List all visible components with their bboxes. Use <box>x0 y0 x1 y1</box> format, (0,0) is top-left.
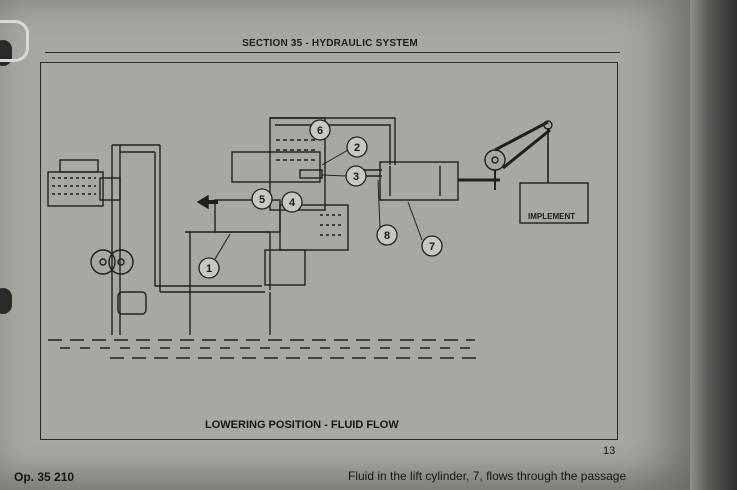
gear-pump-left <box>90 249 116 275</box>
relief-valve <box>264 249 306 286</box>
header-rule <box>45 52 620 53</box>
page-number: 13 <box>603 445 616 457</box>
return-line <box>189 232 271 335</box>
callout-5 <box>251 188 273 210</box>
callout-6 <box>309 119 331 141</box>
callout-8-label: 8 <box>384 230 390 242</box>
callout-1 <box>198 257 220 279</box>
callout-7-label: 7 <box>429 241 435 253</box>
lift-cylinder <box>379 161 459 201</box>
top-line <box>112 144 160 153</box>
vertical-line <box>154 145 161 292</box>
callout-3-label: 3 <box>353 171 359 183</box>
op-number: Op. 35 210 <box>14 470 75 484</box>
diagram-frame <box>40 62 618 440</box>
callout-4-label: 4 <box>289 197 296 209</box>
binder-hole <box>0 288 12 314</box>
pump-body <box>47 171 104 207</box>
gear-pump-right <box>108 249 134 275</box>
diagram-caption: LOWERING POSITION - FLUID FLOW <box>205 419 399 431</box>
callout-2 <box>346 136 368 158</box>
implement-box <box>519 182 589 224</box>
callout-6-label: 6 <box>317 125 323 137</box>
pivot-circle <box>484 149 506 171</box>
pressure-line <box>185 231 271 290</box>
body-text: Fluid in the lift cylinder, 7, flows thr… <box>348 469 627 483</box>
implement-label: IMPLEMENT <box>528 212 575 221</box>
callout-7 <box>421 235 443 257</box>
lift-arm <box>494 120 551 170</box>
callout-1-label: 1 <box>206 263 212 275</box>
pump-coils <box>52 177 96 195</box>
flow-arrow-head <box>196 194 209 210</box>
spool-body <box>231 151 321 183</box>
spool-tip <box>299 169 323 179</box>
cylinder-feed <box>270 117 396 165</box>
spring <box>276 139 316 161</box>
lower-block <box>279 204 349 251</box>
binder-ring <box>0 20 29 62</box>
section-header: SECTION 35 - HYDRAULIC SYSTEM <box>242 38 418 49</box>
cylinder-piston <box>389 166 441 196</box>
callout-5-label: 5 <box>259 194 265 206</box>
manual-page: SECTION 35 - HYDRAULIC SYSTEM <box>0 0 690 490</box>
suction-line <box>111 145 121 335</box>
hydraulic-diagram: 1 2 3 4 5 6 7 8 IMPLEMENT <box>47 117 589 359</box>
filter <box>117 291 147 315</box>
pump-cap <box>59 159 99 173</box>
page-stack-edge <box>690 0 737 490</box>
callout-2-label: 2 <box>354 142 360 154</box>
callout-4 <box>281 191 303 213</box>
callout-8 <box>376 224 398 246</box>
bottom-line <box>155 285 265 293</box>
